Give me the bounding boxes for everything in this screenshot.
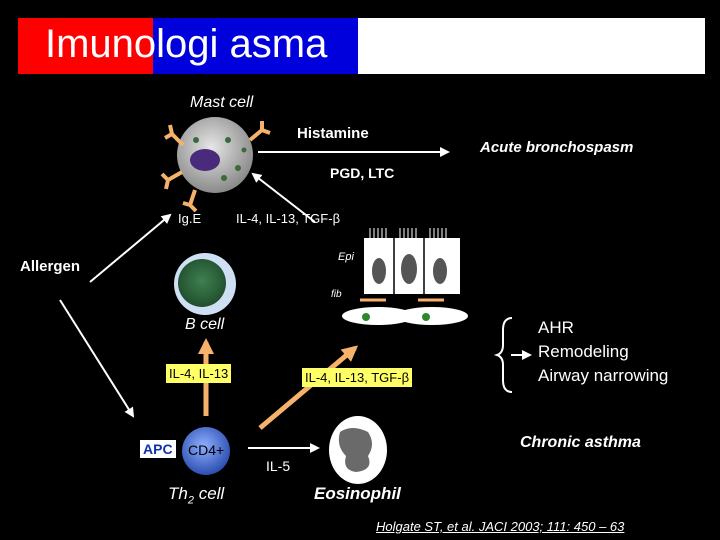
mast-cell-label: Mast cell (190, 94, 254, 111)
title-blue-segment (153, 18, 358, 74)
il-tgf-top-label: IL-4, IL-13, TGF-β (236, 211, 341, 226)
slide-title: Imunologi asma (45, 22, 328, 66)
fib-label: fib (331, 289, 342, 300)
airway-epithelium-icon (364, 228, 460, 294)
il-label-left: IL-4, IL-13 (166, 364, 232, 383)
outcome-remodeling: Remodeling (538, 342, 629, 361)
fibroblast-icon (342, 298, 468, 325)
pgd-ltc-arrow (251, 172, 316, 223)
th2-prefix: Th (168, 484, 188, 503)
cd4-label: CD4+ (188, 442, 225, 458)
title-red-segment (18, 18, 153, 74)
th2-suffix: cell (193, 484, 225, 503)
citation: Holgate ST, et al. JACI 2003; 111: 450 –… (376, 519, 625, 534)
pgd-ltc-label: PGD, LTC (330, 165, 395, 181)
outcomes-list: AHR Remodeling Airway narrowing (538, 316, 668, 388)
eosinophil-label: Eosinophil (314, 484, 401, 503)
il-tgf-mid-label: IL-4, IL-13, TGF-β (302, 368, 413, 387)
th2-to-airway-arrow (258, 345, 359, 430)
outcome-airway-narrowing: Airway narrowing (538, 366, 669, 385)
allergen-label: Allergen (20, 258, 81, 275)
b-cell-icon (174, 253, 236, 315)
il5-label: IL-5 (266, 458, 291, 474)
eosinophil-icon (329, 416, 387, 484)
th2-subscript: 2 (187, 494, 194, 507)
title-bar: Imunologi asma (18, 18, 705, 74)
ige-label: Ig.E (178, 211, 202, 226)
th2-cell-label: Th2 cell (168, 484, 224, 506)
allergen-to-apc-arrow (59, 299, 135, 418)
mast-cell-icon (160, 117, 271, 213)
title-white-segment (358, 18, 705, 74)
histamine-label: Histamine (297, 125, 369, 142)
outcome-ahr: AHR (538, 318, 574, 337)
chronic-asthma-label: Chronic asthma (520, 434, 641, 451)
apc-label: APC (140, 440, 176, 458)
epi-label: Epi (338, 251, 354, 263)
outcome-bracket (493, 317, 513, 393)
cd4-cell-icon (182, 427, 230, 475)
acute-bronchospasm-label: Acute bronchospasm (480, 139, 634, 156)
allergen-to-mast-arrow (89, 213, 172, 283)
b-cell-label: B cell (185, 316, 225, 333)
